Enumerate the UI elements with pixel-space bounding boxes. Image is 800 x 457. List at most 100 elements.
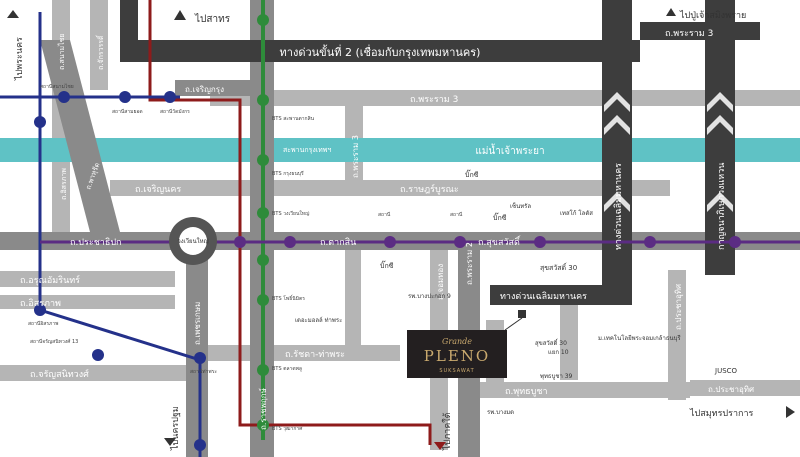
road-soi-30 xyxy=(560,300,578,380)
station-labels: สถานีสนามไชย สถานีสามยอด สถานีวัดมังกร ส… xyxy=(28,83,463,432)
purple-station-icon xyxy=(384,236,396,248)
station-label: สถานีท่าพระ xyxy=(190,368,217,375)
soi-suksawat30: สุขสวัสดิ์ 30 xyxy=(540,262,577,272)
road-label-left-1: ถ.สนามไชย xyxy=(57,34,66,70)
road-arun-amarin xyxy=(0,271,175,287)
poi-hospital1: รพ.บางปะกอก 9 xyxy=(408,293,451,300)
purple-station-icon xyxy=(454,236,466,248)
purple-station-icon xyxy=(729,236,741,248)
bts-station-icon xyxy=(257,419,269,431)
expressway-2-left xyxy=(120,0,138,62)
arrow-down-icon xyxy=(434,442,446,450)
road-label-kanchana-v: ถ.เพชรเกษม xyxy=(193,302,202,345)
road-label-ratchada: ถ.รัชดา-ท่าพระ xyxy=(285,350,345,360)
road-left-diagonal xyxy=(40,40,120,232)
expressway-kanchana-v xyxy=(705,0,735,275)
direction-bottom-right: ไปสมุทรปราการ xyxy=(689,408,754,419)
bts-station-icon xyxy=(257,94,269,106)
road-label-chaloem-right: ทางด่วนเฉลิมมหานคร xyxy=(613,163,624,250)
station-label: สถานีสามยอด xyxy=(112,108,143,115)
brand-script: Grande xyxy=(442,337,472,346)
station-label: สถานีอิสรภาพ xyxy=(28,320,58,327)
road-label-phutthabucha: ถ.พุทธบูชา xyxy=(505,387,548,397)
mrt-station-icon xyxy=(164,91,176,103)
road-label-rama3-vertical: ถ.พระราม 3 xyxy=(351,135,360,178)
mrt-station-icon xyxy=(92,349,104,361)
mrt-station-icon xyxy=(119,91,131,103)
brand-name: PLENO xyxy=(424,347,490,365)
station-label: BTS โพธิ์นิมิตร xyxy=(272,294,305,302)
road-side-v1 xyxy=(345,250,361,360)
soi-yaek10: แยก 10 xyxy=(548,349,569,356)
station-label: สถานีจรัญสนิทวงศ์ 13 xyxy=(30,338,78,345)
road-phutthabucha xyxy=(480,382,690,398)
arrow-up-icon xyxy=(174,10,186,20)
mrt-station-icon xyxy=(34,304,46,316)
wongwian-yai-circle: วงเวียนใหญ่ xyxy=(169,217,217,265)
brand-sub: SUKSAWAT xyxy=(439,368,474,374)
road-charoen-krung xyxy=(175,80,250,96)
expressway-2 xyxy=(120,40,640,62)
station-label: สถานีวัดมังกร xyxy=(160,108,190,115)
station-label: BTS ตลาดพลู xyxy=(272,366,302,372)
arrow-up-icon xyxy=(666,8,676,16)
station-label: สถานีสนามไชย xyxy=(40,83,74,90)
expressways xyxy=(120,0,760,305)
bts-station-icon xyxy=(257,294,269,306)
direction-bottom-left: ไปนครปฐม xyxy=(170,406,181,451)
road-label-expressway-2: ทางด่วนขั้นที่ 2 (เชื่อมกับกรุงเทพมหานคร… xyxy=(280,44,481,59)
bts-station-icon xyxy=(257,154,269,166)
soi-phutthabucha39: พุทธบูชา 39 xyxy=(540,373,573,380)
road-label-kanchana: กาญจนาภิเษกวงแหวน xyxy=(716,163,727,250)
direction-top-right: ไปปู่เจ้าสมิงพราย xyxy=(679,10,746,21)
road-label-rat-burana: ถ.ราษฎร์บูรณะ xyxy=(400,183,459,195)
circle-label: วงเวียนใหญ่ xyxy=(177,237,208,245)
direction-labels: ไปพระนคร ไปสาทร ไปปู่เจ้าสมิงพราย ไปนครป… xyxy=(7,8,795,451)
brand-logo: Grande PLENO SUKSAWAT xyxy=(407,330,507,378)
arrow-up-icon xyxy=(7,10,19,18)
expressway-chevrons xyxy=(604,92,733,212)
road-label-rama3-top: ถ.พระราม 3 xyxy=(665,29,713,39)
station-label: BTS วุฒากาศ xyxy=(272,426,303,432)
poi-big-c: บิ๊กซี xyxy=(380,260,394,270)
stations xyxy=(34,14,741,451)
expressway-top-right xyxy=(640,22,760,40)
poi-central: เซ็นทรัล xyxy=(510,201,531,210)
poi-tech-uni: ม.เทคโนโลยีพระจอมเกล้าธนบุรี xyxy=(598,334,681,342)
soi-suksawat30-2: สุขสวัสดิ์ 30 xyxy=(535,338,567,347)
purple-station-icon xyxy=(644,236,656,248)
purple-station-icon xyxy=(534,236,546,248)
road-pracha-uthit-v xyxy=(668,270,686,400)
road-label-pracha-uthit: ถ.ประชาอุทิศ xyxy=(708,385,754,394)
road-charan-sanitwong xyxy=(0,365,200,381)
poi-lotus: เทสโก้ โลตัส xyxy=(560,209,593,217)
station-label: สถานี xyxy=(450,211,463,218)
mrt-station-icon xyxy=(34,116,46,128)
road-label-arun-amarin: ถ.อรุณอัมรินทร์ xyxy=(20,274,80,286)
road-label-taksin: ถ.ตากสิน xyxy=(320,237,356,248)
station-label: BTS วงเวียนใหญ่ xyxy=(272,210,309,217)
arrow-down-icon xyxy=(164,438,176,446)
station-label: สถานี xyxy=(378,211,391,218)
road-rama3-mid xyxy=(210,90,800,106)
road-label-pracha-uthit-v: ถ.ประชาอุทิศ xyxy=(674,284,683,330)
station-label: BTS สะพานตากสิน xyxy=(272,115,315,122)
bts-station-icon xyxy=(257,364,269,376)
road-label-itsaraphap: ถ.อิสรภาพ xyxy=(20,298,61,309)
purple-station-icon xyxy=(284,236,296,248)
road-label-left-3: ถ.อิสรภาพ xyxy=(60,168,68,200)
poi-big-c: บิ๊กซี xyxy=(493,212,507,222)
road-label-chom-thong: ถ.จอมทอง xyxy=(436,264,445,300)
road-label-suksawat: ถ.สุขสวัสดิ์ xyxy=(478,235,521,248)
river-label: แม่น้ำเจ้าพระยา xyxy=(475,143,544,157)
mrt-station-icon xyxy=(194,439,206,451)
road-label-pracha-thipok: ถ.ประชาธิปก xyxy=(70,237,122,248)
red-line xyxy=(148,0,432,445)
mrt-station-icon xyxy=(58,91,70,103)
road-label-ratchaphruek: ถ.ราชพฤกษ์ xyxy=(258,388,268,430)
bts-station-icon xyxy=(257,254,269,266)
bts-station-icon xyxy=(257,207,269,219)
poi-big-c: บิ๊กซี xyxy=(465,169,479,179)
